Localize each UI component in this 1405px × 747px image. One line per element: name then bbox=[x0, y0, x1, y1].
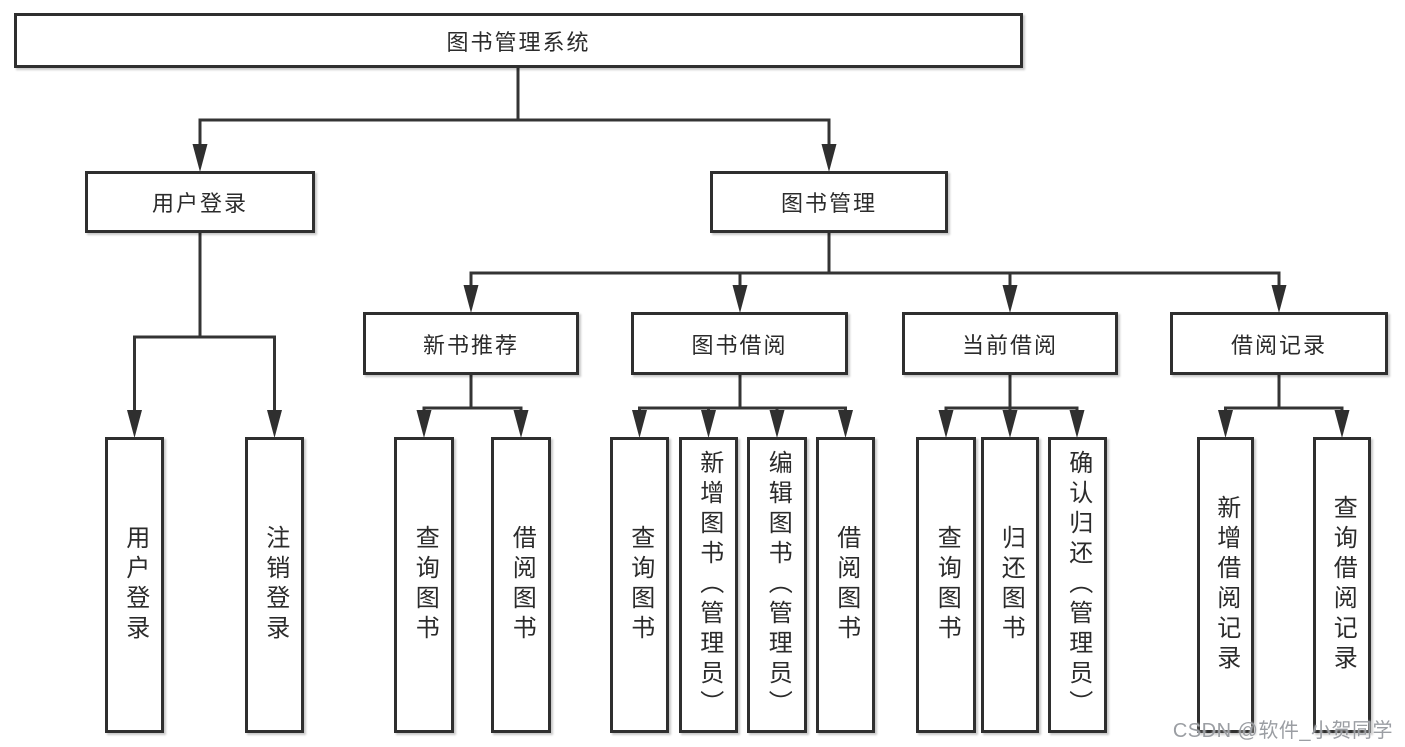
arrowhead-down-icon bbox=[1218, 410, 1233, 438]
node-label: 用户登录 bbox=[151, 191, 248, 216]
arrowhead-down-icon bbox=[838, 410, 853, 438]
connector-bookmgmt-to-level3 bbox=[469, 233, 1281, 291]
node-new-book-recommendation: 新书推荐 bbox=[363, 312, 579, 375]
arrowhead-down-icon bbox=[701, 410, 716, 438]
arrowhead-down-icon bbox=[127, 410, 142, 438]
node-label: 借阅图书 bbox=[832, 525, 860, 645]
node-label: 新增图书（管理员） bbox=[695, 450, 723, 720]
node-query-books-recommend: 查询图书 bbox=[394, 437, 454, 733]
node-book-management: 图书管理 bbox=[710, 171, 948, 233]
node-label: 查询图书 bbox=[933, 525, 961, 645]
arrowhead-down-icon bbox=[1069, 410, 1085, 438]
node-label: 编辑图书（管理员） bbox=[764, 450, 792, 720]
connector-records-to-children bbox=[1224, 375, 1344, 416]
node-label: 新书推荐 bbox=[422, 332, 519, 358]
csdn-watermark: CSDN @软件_小贺同学 bbox=[1172, 720, 1393, 742]
node-add-borrowing-record: 新增借阅记录 bbox=[1197, 437, 1254, 733]
node-logout: 注销登录 bbox=[245, 437, 304, 733]
arrowhead-down-icon bbox=[192, 144, 208, 172]
arrowhead-down-icon bbox=[267, 410, 282, 438]
node-user-login: 用户登录 bbox=[105, 437, 164, 733]
arrowhead-down-icon bbox=[1334, 410, 1350, 438]
arrowhead-down-icon bbox=[416, 410, 432, 438]
node-label: 查询借阅记录 bbox=[1329, 495, 1357, 675]
connector-borrowing-to-children bbox=[638, 375, 847, 416]
node-label: 借阅图书 bbox=[508, 525, 536, 645]
connector-newbooks-to-children bbox=[422, 375, 523, 416]
node-query-books-current: 查询图书 bbox=[916, 437, 976, 733]
node-label: 图书管理系统 bbox=[446, 29, 591, 55]
node-borrow-books-borrowing: 借阅图书 bbox=[816, 437, 875, 733]
node-query-borrowing-record: 查询借阅记录 bbox=[1313, 437, 1371, 733]
arrowhead-down-icon bbox=[1002, 410, 1018, 438]
node-edit-book-admin: 编辑图书（管理员） bbox=[747, 437, 807, 733]
connector-current-to-children bbox=[944, 375, 1079, 416]
node-label: 归还图书 bbox=[997, 525, 1025, 645]
node-label: 图书管理 bbox=[780, 191, 877, 216]
connector-userlogin-to-children bbox=[133, 233, 276, 415]
node-current-borrowing: 当前借阅 bbox=[902, 312, 1118, 375]
node-borrow-books-recommend: 借阅图书 bbox=[491, 437, 551, 733]
node-return-book: 归还图书 bbox=[981, 437, 1039, 733]
node-label: 查询图书 bbox=[626, 525, 654, 645]
node-user-login-module: 用户登录 bbox=[85, 171, 315, 233]
node-add-book-admin: 新增图书（管理员） bbox=[679, 437, 738, 733]
node-confirm-return-admin: 确认归还（管理员） bbox=[1048, 437, 1107, 733]
node-library-management-system: 图书管理系统 bbox=[14, 13, 1023, 68]
node-label: 图书借阅 bbox=[691, 332, 788, 358]
node-label: 确认归还（管理员） bbox=[1064, 450, 1092, 720]
node-query-books-borrowing: 查询图书 bbox=[610, 437, 669, 733]
node-label: 注销登录 bbox=[261, 525, 289, 645]
arrowhead-down-icon bbox=[732, 285, 748, 313]
arrowhead-down-icon bbox=[769, 410, 785, 438]
node-label: 用户登录 bbox=[121, 525, 149, 645]
node-label: 当前借阅 bbox=[961, 332, 1058, 358]
arrowhead-down-icon bbox=[938, 410, 954, 438]
arrowhead-down-icon bbox=[513, 410, 529, 438]
arrowhead-down-icon bbox=[821, 144, 837, 172]
arrowhead-down-icon bbox=[463, 285, 479, 313]
node-label: 新增借阅记录 bbox=[1212, 495, 1240, 675]
arrowhead-down-icon bbox=[632, 410, 647, 438]
node-borrowing-records: 借阅记录 bbox=[1170, 312, 1388, 375]
node-label: 查询图书 bbox=[411, 525, 439, 645]
connector-root-to-level2 bbox=[198, 68, 831, 150]
node-book-borrowing: 图书借阅 bbox=[631, 312, 848, 375]
arrowhead-down-icon bbox=[1271, 285, 1287, 313]
arrowhead-down-icon bbox=[1002, 285, 1018, 313]
node-label: 借阅记录 bbox=[1230, 332, 1327, 358]
